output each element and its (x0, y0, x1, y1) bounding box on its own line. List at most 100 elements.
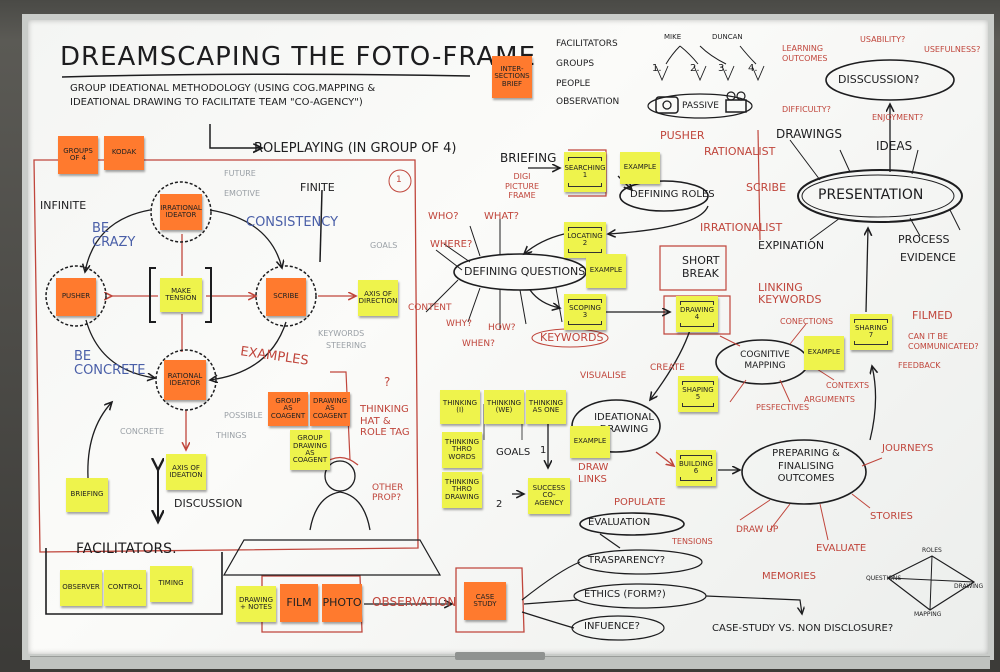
circle-one-label: 1 (396, 175, 402, 185)
timing-note: TIMING (150, 566, 192, 602)
digi-frame-label: DIGI PICTURE FRAME (504, 172, 540, 201)
roleplay-frame (33, 159, 419, 553)
enjoyment-label: ENJOYMENT? (872, 113, 924, 122)
title-underline (61, 73, 471, 78)
axis-of-direction-note: AXIS OF DIRECTION (358, 280, 398, 316)
drawing-as-coagent-note: DRAWING AS COAGENT (310, 392, 350, 426)
case-study-note: CASE STUDY (464, 582, 506, 620)
process-label: PROCESS (898, 233, 950, 246)
briefing-note-left: BRIEFING (66, 478, 108, 512)
disscussion-label: DISSCUSSION? (838, 73, 920, 86)
thinking-we-note: THINKING (WE) (484, 390, 524, 424)
control-note: CONTROL (104, 570, 146, 606)
mini-mapping-label: MAPPING (914, 611, 942, 618)
pusher-role-label: PUSHER (660, 129, 705, 142)
goal-num-2: 2 (496, 499, 503, 510)
board-subtitle-line2: IDEATIONAL DRAWING TO FACILITATE TEAM "C… (70, 97, 363, 108)
facilitators-label: FACILITATORS. (76, 541, 177, 557)
scoping-note: SCOPING 3 (564, 294, 606, 330)
brief-note: INTER-SECTIONS BRIEF (492, 56, 532, 98)
consistency-label: CONSISTENCY (246, 215, 339, 230)
drawings-label: DRAWINGS (776, 127, 842, 141)
why-label: WHY? (446, 319, 472, 329)
photo-note: PHOTO (322, 584, 362, 622)
board-nameplate (455, 652, 545, 660)
trasparency-label: TRASPARENCY? (588, 555, 666, 566)
discussion-label: DISCUSSION (174, 497, 243, 510)
goals-gray-label: GOALS (370, 241, 398, 250)
where-label: WHERE? (430, 239, 473, 250)
when-label: WHEN? (462, 339, 495, 349)
who-label: WHO? (428, 211, 459, 222)
drawing-4-note: DRAWING 4 (676, 296, 718, 332)
mini-drawing-label: DRAWING (954, 583, 984, 590)
filmed-label: FILMED (912, 309, 953, 322)
thinking-i-note: THINKING (I) (440, 390, 480, 424)
infinite-label: INFINITE (40, 199, 87, 212)
keywords-gray-label: KEYWORDS (318, 329, 365, 338)
scribe-role-label: SCRIBE (746, 181, 787, 194)
mini-roles-label: ROLES (922, 547, 942, 554)
tensions-label: TENSIONS (672, 537, 713, 546)
legend-item-observation: OBSERVATION (556, 97, 620, 107)
observation-label: OBSERVATION (372, 595, 457, 609)
groups-of-4-note: GROUPS OF 4 (58, 136, 98, 174)
rationalist-label: RATIONALIST (704, 145, 776, 158)
populate-label: POPULATE (614, 497, 666, 508)
arguments-label: ARGUMENTS (804, 395, 855, 404)
visualise-label: VISUALISE (580, 371, 627, 381)
roleplaying-label: ROLEPLAYING (IN GROUP OF 4) (254, 141, 457, 156)
journeys-label: JOURNEYS (882, 443, 934, 454)
group-as-coagent-note: GROUP AS COAGENT (268, 392, 308, 426)
presentation-label: PRESENTATION (818, 187, 924, 203)
expination-label: EXPINATION (758, 239, 825, 252)
ideational-drawing-label: IDEATIONAL DRAWING (594, 412, 654, 435)
evidence-label: EVIDENCE (900, 251, 956, 264)
preparing-outcomes-label: PREPARING & FINALISING OUTCOMES (772, 448, 840, 484)
legend-item-facilitators: FACILITATORS (556, 39, 618, 49)
make-tension-note: MAKE TENSION (160, 278, 202, 312)
legend-name-duncan: DUNCAN (712, 33, 743, 41)
defining-roles-label: DEFINING ROLES (630, 189, 715, 200)
concrete-gray-label: CONCRETE (120, 427, 165, 436)
goal-num-1: 1 (540, 445, 547, 456)
legend-name-mike: MIKE (664, 33, 682, 41)
scribe-note: SCRIBE (266, 278, 306, 316)
draw-up-label: DRAW UP (736, 525, 779, 535)
board-title: DREAMSCAPING THE FOTO-FRAME (60, 42, 536, 72)
infuence-label: INFUENCE? (584, 621, 640, 632)
finite-label: FINITE (300, 181, 335, 194)
case-study-vs-label: CASE-STUDY VS. NON DISCLOSURE? (712, 623, 894, 634)
defining-questions-label: DEFINING QUESTIONS (464, 265, 586, 278)
memories-label: MEMORIES (762, 571, 817, 582)
be-concrete-label: BE CONCRETE (74, 349, 146, 379)
board-subtitle-line1: GROUP IDEATIONAL METHODOLOGY (USING COG.… (70, 83, 376, 94)
legend-num-4: 4. (748, 63, 758, 74)
irrationalist-label: IRRATIONALIST (700, 221, 783, 234)
building-note: BUILDING 6 (676, 450, 716, 486)
be-crazy-label: BE CRAZY (92, 221, 136, 251)
success-coagency-note: SUCCESS CO-AGENCY (528, 478, 570, 514)
thinking-thro-drawing-note: THINKING THRO DRAWING (442, 472, 482, 508)
ideas-label: IDEAS (876, 139, 913, 153)
draw-links-label: DRAW LINKS (578, 462, 609, 485)
kodak-note: KODAK (104, 136, 144, 170)
example-note-2: EXAMPLE (586, 254, 626, 288)
thinking-hat-label: THINKING HAT & ROLE TAG (360, 404, 410, 438)
what-label: WHAT? (484, 211, 519, 222)
circle-one (388, 169, 412, 193)
how-label: HOW? (488, 323, 516, 333)
usefulness-label: USEFULNESS? (924, 45, 981, 54)
contexts-label: CONTEXTS (826, 381, 870, 390)
short-break-label: SHORT BREAK (682, 254, 720, 281)
content-label: CONTENT (408, 303, 452, 313)
example-note-3: EXAMPLE (570, 426, 610, 458)
drawing-notes-note: DRAWING + NOTES (236, 586, 276, 622)
keywords-label: KEYWORDS (540, 331, 604, 344)
question-mark-label: ? (384, 375, 391, 389)
other-prop-label: OTHER PROP? (372, 483, 404, 503)
camera-icon (654, 95, 680, 115)
learning-outcomes-label: LEARNING OUTCOMES (782, 44, 828, 63)
